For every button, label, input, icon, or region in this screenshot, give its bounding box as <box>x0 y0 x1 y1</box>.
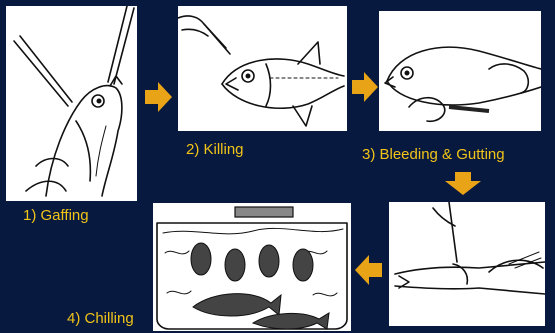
step-2-caption: 2) Killing <box>186 141 244 158</box>
arrow-down-icon <box>445 172 481 195</box>
step-4-caption: 4) Chilling <box>67 310 134 327</box>
step-3-caption: 3) Bleeding & Gutting <box>362 146 505 163</box>
arrow-left-icon <box>355 255 382 285</box>
step-1-caption: 1) Gaffing <box>23 207 89 224</box>
gutting-drawing <box>389 202 545 326</box>
gaffing-drawing <box>6 6 137 201</box>
killing-drawing <box>178 6 347 131</box>
gaffing-illustration <box>6 6 137 201</box>
arrow-right-icon <box>352 72 378 102</box>
chilling-drawing <box>153 203 351 331</box>
gutting-illustration <box>389 202 545 326</box>
chilling-illustration <box>153 203 351 331</box>
killing-illustration <box>178 6 347 131</box>
arrow-right-icon <box>145 82 172 112</box>
bleeding-drawing <box>379 11 541 131</box>
bleeding-illustration <box>379 11 541 131</box>
